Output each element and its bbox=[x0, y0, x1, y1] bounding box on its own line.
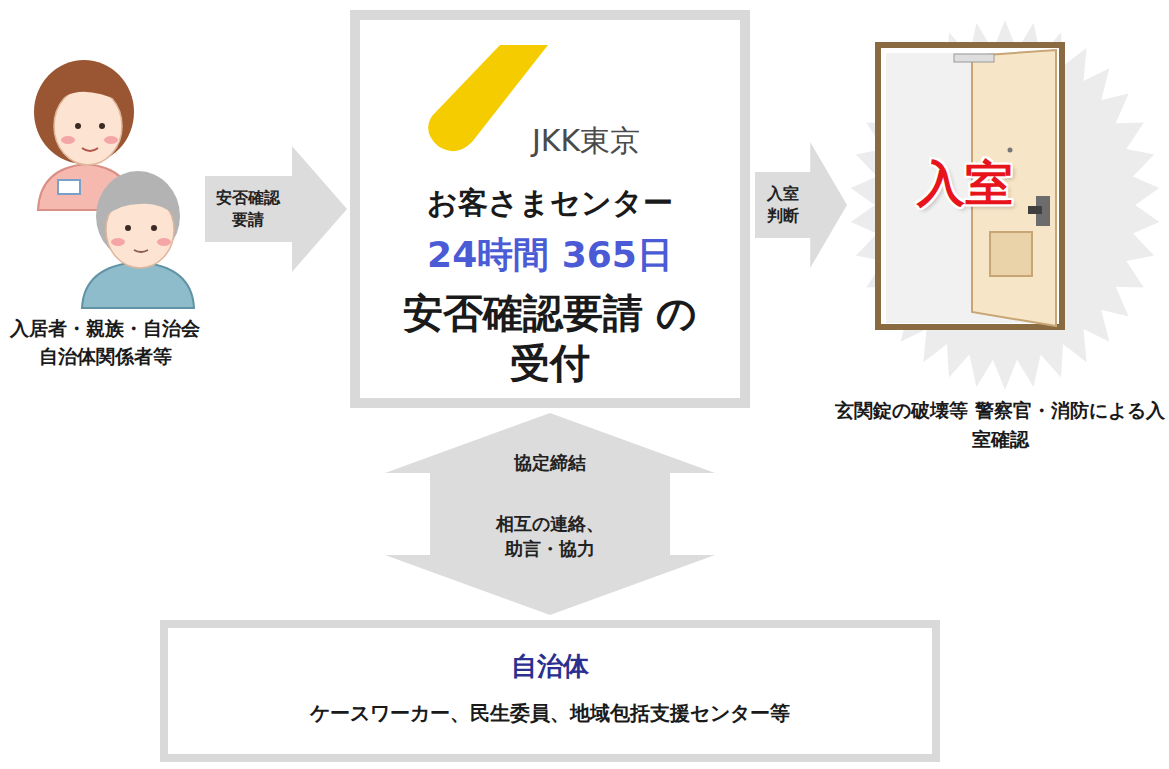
edge-label: 入室判断 bbox=[764, 183, 801, 228]
arrow-note: 相互の連絡、 助言・協力 bbox=[491, 511, 610, 561]
box-body: ケースワーカー、民生委員、地域包括支援センター等 bbox=[168, 700, 932, 726]
mail-slot bbox=[990, 232, 1032, 276]
edge-label: 安否確認要請 bbox=[214, 187, 283, 232]
center-box: JKK東京お客さまセンター 24時間 365日安否確認要請 の受付 bbox=[350, 10, 750, 408]
block-arrow bbox=[385, 413, 715, 615]
face bbox=[54, 87, 122, 165]
door-frame bbox=[878, 45, 1062, 327]
eye bbox=[99, 123, 105, 129]
center-heading: お客さまセンター bbox=[370, 183, 730, 222]
blush bbox=[61, 136, 75, 144]
logo-text: JKK東京 bbox=[532, 123, 722, 159]
blush bbox=[157, 238, 171, 246]
requester-group: 入居者・親族・自治会 自治体関係者等 bbox=[10, 40, 200, 310]
people-illustration bbox=[10, 40, 200, 310]
eye bbox=[75, 123, 81, 129]
door-illustration bbox=[878, 45, 1062, 327]
body bbox=[82, 262, 194, 308]
handle bbox=[1028, 206, 1042, 214]
center-title: 安否確認要請 の受付 bbox=[400, 288, 700, 388]
bangs bbox=[52, 80, 122, 110]
peephole bbox=[1008, 148, 1013, 153]
hair-top bbox=[106, 190, 176, 216]
man-figure bbox=[82, 171, 194, 308]
municipality-box: 自治体ケースワーカー、民生委員、地域包括支援センター等 bbox=[160, 620, 940, 762]
entry-burst: 入室玄関錠の破壊等 警察官・消防による入室確認 bbox=[850, 20, 1160, 390]
box-heading: 自治体 bbox=[168, 650, 932, 684]
starburst-shape bbox=[851, 20, 1160, 390]
door-closer bbox=[954, 54, 994, 62]
entry-word: 入室 bbox=[890, 155, 1040, 213]
node-caption: 入居者・親族・自治会 自治体関係者等 bbox=[5, 315, 205, 370]
eye bbox=[151, 225, 157, 231]
mouth bbox=[134, 250, 148, 252]
eye bbox=[125, 225, 131, 231]
blush bbox=[111, 238, 125, 246]
logo-shape bbox=[428, 45, 548, 151]
block-arrow bbox=[205, 146, 347, 272]
hours-text: 24時間 365日 bbox=[370, 232, 730, 279]
block-arrow bbox=[755, 142, 847, 268]
node-caption: 玄関錠の破壊等 警察官・消防による入室確認 bbox=[835, 396, 1165, 453]
hair bbox=[34, 60, 134, 164]
id-card bbox=[58, 180, 80, 194]
mouth bbox=[82, 148, 98, 151]
edge-label: 協定締結 bbox=[496, 450, 604, 475]
blush bbox=[104, 136, 118, 144]
